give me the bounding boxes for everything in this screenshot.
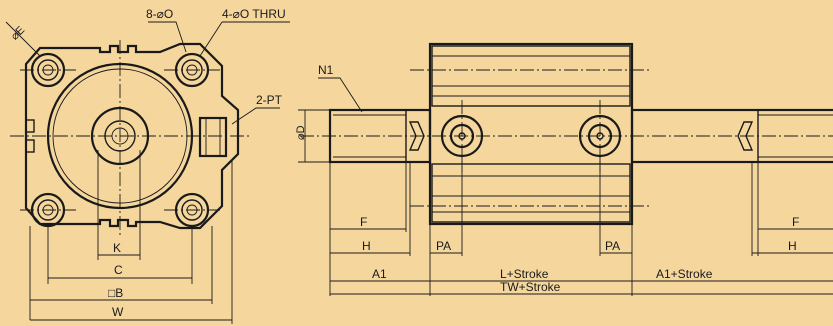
f-left-label: F bbox=[360, 215, 367, 229]
body-bottom-band bbox=[431, 163, 631, 223]
front-body-outline bbox=[24, 42, 240, 230]
thru-leader bbox=[199, 21, 223, 57]
left-notch-top bbox=[25, 119, 35, 133]
pa-left-label: PA bbox=[436, 239, 451, 253]
f-right-label: F bbox=[792, 215, 799, 229]
pa-right-label: PA bbox=[605, 239, 620, 253]
body-top-band bbox=[431, 45, 631, 107]
tw-stroke-label: TW+Stroke bbox=[500, 280, 561, 294]
a1-stroke-label: A1+Stroke bbox=[656, 267, 713, 281]
side-view: N1 ⌀D F H PA PA F H A1 L+Stroke A1+Strok… bbox=[295, 42, 833, 296]
port-leader bbox=[231, 107, 280, 125]
right-rod-nut bbox=[737, 121, 754, 151]
d-label: ⌀D bbox=[295, 125, 307, 140]
l-stroke-label: L+Stroke bbox=[500, 267, 549, 281]
front-view: 8-⌀O 4-⌀O THRU ⌀E 2-PT K C □B W bbox=[5, 7, 290, 324]
h-left-label: H bbox=[362, 239, 371, 253]
left-notch-bottom bbox=[25, 139, 35, 153]
counterbore-leader bbox=[148, 21, 187, 53]
b-label: □B bbox=[108, 286, 123, 300]
k-label: K bbox=[113, 241, 121, 255]
flats-leader bbox=[5, 21, 41, 57]
c-label: C bbox=[114, 263, 123, 277]
w-label: W bbox=[112, 305, 124, 319]
thru-holes-label: 4-⌀O THRU bbox=[222, 7, 286, 21]
a1-label: A1 bbox=[372, 267, 387, 281]
h-right-label: H bbox=[788, 239, 797, 253]
n1-leader bbox=[318, 77, 363, 113]
counterbore-label: 8-⌀O bbox=[146, 7, 173, 21]
port-boss bbox=[198, 116, 228, 158]
n1-label: N1 bbox=[318, 63, 334, 77]
port-label: 2-PT bbox=[256, 93, 283, 107]
